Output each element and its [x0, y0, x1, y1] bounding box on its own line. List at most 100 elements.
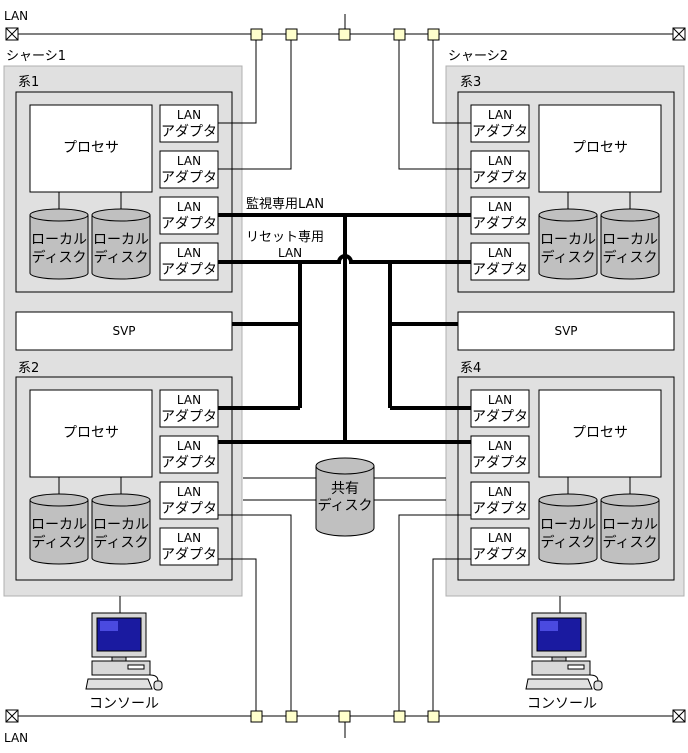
lan-adapter: LAN アダプタ	[470, 242, 530, 281]
local-disk-label-line1: ローカル	[93, 232, 149, 248]
lan-adapter-label-line1: LAN	[177, 439, 201, 453]
lan-adapter: LAN アダプタ	[470, 389, 530, 428]
local-disk-label-line1: ローカル	[540, 517, 596, 533]
console-1-label: コンソール	[89, 696, 159, 712]
lan-adapter: LAN アダプタ	[159, 435, 219, 474]
lan-adapter: LAN アダプタ	[470, 527, 530, 566]
local-disk-label-line2: ディスク	[602, 534, 657, 551]
local-disk-label-line1: ローカル	[540, 232, 596, 248]
svp-2-label: SVP	[554, 324, 577, 338]
lan-tap	[250, 710, 263, 723]
processor-4	[538, 389, 662, 478]
monitor-lan-label: 監視専用LAN	[246, 196, 324, 212]
shared-disk	[315, 457, 375, 537]
lan-adapter: LAN アダプタ	[159, 150, 219, 189]
lan-adapter: LAN アダプタ	[159, 104, 219, 143]
lan-adapter-label-line2: アダプタ	[472, 170, 528, 186]
lan-tap	[427, 28, 440, 41]
lan-tap	[250, 28, 263, 41]
local-disk-label-line2: ディスク	[31, 249, 86, 266]
local-disk-label-line2: ディスク	[93, 534, 148, 551]
lan-adapter-label-line2: アダプタ	[472, 262, 528, 278]
local-disk-label-line1: ローカル	[31, 232, 87, 248]
system-4-label: 系4	[460, 361, 481, 376]
lan-adapter-label-line1: LAN	[177, 200, 201, 214]
reset-lan-label-line1: リセット専用	[246, 230, 324, 245]
lan-adapter-label-line1: LAN	[488, 393, 512, 407]
console-computer-icon	[525, 612, 603, 691]
lan-adapter-label-line2: アダプタ	[472, 455, 528, 471]
lan-tap	[393, 28, 406, 41]
lan-adapter-label-line2: アダプタ	[161, 455, 217, 471]
lan-bottom-bus	[5, 709, 686, 738]
local-disk-label-line1: ローカル	[31, 517, 87, 533]
lan-tap	[285, 710, 298, 723]
lan-bottom-label: LAN	[4, 731, 28, 745]
processor-disk-links	[58, 192, 631, 495]
lan-adapter: LAN アダプタ	[470, 150, 530, 189]
lan-tap	[338, 28, 351, 41]
lan-adapter-label-line1: LAN	[488, 154, 512, 168]
svp-1-label: SVP	[112, 324, 135, 338]
lan-adapter-label-line1: LAN	[177, 108, 201, 122]
lan-adapter-label-line1: LAN	[488, 485, 512, 499]
reset-lan-label-line2: LAN	[278, 246, 302, 260]
system-3-label: 系3	[460, 75, 481, 90]
processor-2	[29, 389, 153, 478]
lan-adapter-label-line2: アダプタ	[161, 216, 217, 232]
svp-2	[457, 311, 675, 351]
lan-adapter: LAN アダプタ	[470, 435, 530, 474]
lan-adapter-label-line2: アダプタ	[161, 170, 217, 186]
local-disk-label-line2: ディスク	[602, 249, 657, 266]
local-disk-label-line1: ローカル	[93, 517, 149, 533]
chassis-1-label: シャーシ1	[6, 49, 66, 64]
lan-wiring	[119, 40, 561, 711]
lan-top-label: LAN	[4, 9, 28, 23]
lan-adapter-label-line1: LAN	[488, 108, 512, 122]
lan-adapter-label-line1: LAN	[488, 439, 512, 453]
lan-tap	[427, 710, 440, 723]
console-computer-icon	[85, 612, 163, 691]
lan-adapter-label-line1: LAN	[488, 531, 512, 545]
lan-adapter-label-line2: アダプタ	[161, 409, 217, 425]
lan-adapter-label-line1: LAN	[177, 393, 201, 407]
system-1-label: 系1	[18, 75, 39, 90]
local-disk-label-line2: ディスク	[540, 249, 595, 266]
processor-3	[538, 104, 662, 193]
lan-adapter-label-line1: LAN	[177, 485, 201, 499]
chassis-2-label: シャーシ2	[448, 49, 508, 64]
local-disk-label-line2: ディスク	[31, 534, 86, 551]
monitor-and-reset-lan	[218, 213, 471, 444]
lan-adapter-label-line2: アダプタ	[472, 409, 528, 425]
processor-3-label: プロセサ	[572, 140, 628, 156]
lan-adapter-label-line1: LAN	[177, 154, 201, 168]
processor-4-label: プロセサ	[572, 425, 628, 441]
lan-adapter-label-line1: LAN	[488, 200, 512, 214]
lan-tap	[338, 710, 351, 723]
lan-adapter: LAN アダプタ	[470, 481, 530, 520]
lan-adapter: LAN アダプタ	[159, 242, 219, 281]
lan-adapter-label-line1: LAN	[488, 246, 512, 260]
lan-adapter-label-line1: LAN	[177, 246, 201, 260]
lan-adapter-label-line2: アダプタ	[472, 547, 528, 563]
lan-adapter-label-line2: アダプタ	[161, 124, 217, 140]
system-2-label: 系2	[18, 361, 39, 376]
lan-adapter: LAN アダプタ	[159, 389, 219, 428]
lan-adapter-label-line2: アダプタ	[472, 501, 528, 517]
shared-disk-label-line1: 共有	[331, 481, 359, 497]
processor-1-label: プロセサ	[63, 140, 119, 156]
lan-adapter-label-line2: アダプタ	[161, 547, 217, 563]
lan-top-bus	[5, 14, 686, 41]
lan-adapter-label-line2: アダプタ	[161, 501, 217, 517]
processor-1	[29, 104, 153, 193]
lan-adapter-label-line2: アダプタ	[161, 262, 217, 278]
